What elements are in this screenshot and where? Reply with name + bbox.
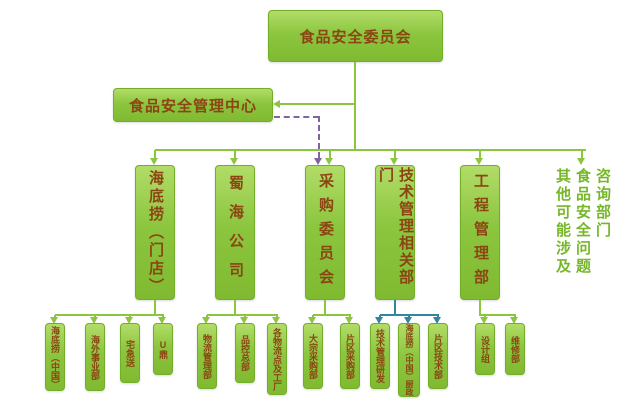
arrow-down-dashed-icon xyxy=(314,158,322,165)
arrow-g5-d1-icon xyxy=(480,317,488,324)
connector-main-horizontal xyxy=(155,149,586,151)
connector-g2-trunk xyxy=(234,300,236,315)
org-box-delivery: 宅急送 xyxy=(120,323,140,383)
org-box-overseas-division-label: 海外事业部 xyxy=(90,334,100,380)
connector-drop-4 xyxy=(394,150,396,159)
org-box-shuhai-company-label: 蜀海公司 xyxy=(227,174,244,291)
connector-to-management-center xyxy=(280,103,355,105)
org-box-logistics-points-factories: 各物流点及工厂 xyxy=(267,323,287,395)
org-box-bulk-procurement-label: 大宗采购部 xyxy=(308,333,318,379)
arrow-down-3-icon xyxy=(325,158,333,165)
org-box-quality-control-hq-label: 品控总部 xyxy=(240,335,250,371)
org-box-procurement-committee-label: 采购委员会 xyxy=(317,172,334,293)
arrow-down-5-icon xyxy=(475,158,483,165)
connector-g3-horizontal xyxy=(313,314,351,316)
arrow-g2-d1-icon xyxy=(202,317,210,324)
arrow-g2-d3-icon xyxy=(272,317,280,324)
arrow-g3-d1-icon xyxy=(308,317,316,324)
org-box-bulk-procurement: 大宗采购部 xyxy=(303,323,323,389)
connector-g3-trunk xyxy=(324,300,326,315)
arrow-g4-d3-icon xyxy=(433,317,441,324)
org-box-shuhai-company: 蜀海公司 xyxy=(215,165,255,300)
connector-drop-2 xyxy=(234,150,236,159)
org-box-logistics-management-label: 物流管理部 xyxy=(202,333,212,379)
org-box-maintenance-label: 维修部 xyxy=(510,335,520,363)
org-box-haidilao-china-label: 海底捞（中国） xyxy=(50,325,60,389)
org-box-overseas-division: 海外事业部 xyxy=(85,323,105,391)
org-box-engineering-management-label: 工程管理部 xyxy=(472,172,489,293)
org-box-haidilao-china-kitchen: 海底捞（中国）厨政 xyxy=(398,323,420,397)
arrow-down-6-icon xyxy=(577,158,585,165)
org-box-maintenance: 维修部 xyxy=(505,323,525,375)
org-box-management-center: 食品安全管理中心 xyxy=(113,88,273,122)
connector-drop-5 xyxy=(479,150,481,159)
arrow-down-2-icon xyxy=(230,158,238,165)
other-departments-text: 其他可能涉及食品安全问题咨询部门 xyxy=(554,168,611,276)
org-box-regional-tech-label: 片区技术部 xyxy=(433,333,443,379)
connector-drop-6 xyxy=(581,150,583,159)
org-box-management-center-label: 食品安全管理中心 xyxy=(128,97,257,115)
connector-drop-1 xyxy=(154,150,156,159)
org-box-procurement-committee: 采购委员会 xyxy=(305,165,345,300)
arrow-g4-d1-icon xyxy=(375,317,383,324)
arrow-left-management-center-icon xyxy=(273,100,280,108)
org-box-haidilao-stores: 海底捞（门店） xyxy=(135,165,175,300)
connector-drop-3 xyxy=(329,150,331,159)
org-box-haidilao-china: 海底捞（中国） xyxy=(45,323,65,391)
org-box-root-label: 食品安全委员会 xyxy=(299,28,412,46)
connector-dashed-horizontal xyxy=(274,116,319,118)
org-box-regional-procurement: 片区采购部 xyxy=(340,323,360,389)
org-box-root: 食品安全委员会 xyxy=(268,10,443,62)
arrow-down-4-icon xyxy=(390,158,398,165)
connector-dashed-vertical xyxy=(318,116,320,158)
connector-g1-horizontal xyxy=(55,314,164,316)
arrow-g2-d2-icon xyxy=(240,317,248,324)
org-box-logistics-management: 物流管理部 xyxy=(197,323,217,389)
connector-g4-trunk xyxy=(394,300,396,315)
org-box-uding-label: U鼎 xyxy=(158,339,168,359)
org-box-regional-tech: 片区技术部 xyxy=(428,323,448,389)
org-box-haidilao-stores-label: 海底捞（门店） xyxy=(147,169,164,296)
org-box-logistics-points-factories-label: 各物流点及工厂 xyxy=(272,327,282,391)
connector-root-trunk xyxy=(354,62,356,150)
org-box-regional-procurement-label: 片区采购部 xyxy=(345,333,355,379)
arrow-g1-d4-icon xyxy=(158,317,166,324)
org-box-delivery-label: 宅急送 xyxy=(125,339,135,367)
connector-g1-trunk xyxy=(154,300,156,315)
arrow-g1-d2-icon xyxy=(90,317,98,324)
arrow-g5-d2-icon xyxy=(510,317,518,324)
org-box-tech-management-label: 技术管理相关部门 xyxy=(377,166,414,286)
arrow-g1-d3-icon xyxy=(125,317,133,324)
org-box-design-group-label: 设计组 xyxy=(480,335,490,363)
org-box-haidilao-china-kitchen-label: 海底捞（中国）厨政 xyxy=(405,324,414,396)
org-box-tech-management: 技术管理相关部门 xyxy=(375,165,415,300)
connector-g5-horizontal xyxy=(479,314,516,316)
org-box-tech-rnd: 技术管理研发 xyxy=(370,323,390,389)
org-box-uding: U鼎 xyxy=(153,323,173,375)
org-box-design-group: 设计组 xyxy=(475,323,495,375)
org-box-quality-control-hq: 品控总部 xyxy=(235,323,255,383)
org-box-tech-rnd-label: 技术管理研发 xyxy=(375,329,385,383)
arrow-g1-d1-icon xyxy=(50,317,58,324)
org-box-engineering-management: 工程管理部 xyxy=(460,165,500,300)
connector-g2-horizontal xyxy=(207,314,278,316)
arrow-down-1-icon xyxy=(150,158,158,165)
arrow-g4-d2-icon xyxy=(404,317,412,324)
arrow-g3-d2-icon xyxy=(345,317,353,324)
connector-g5-trunk xyxy=(479,300,481,315)
